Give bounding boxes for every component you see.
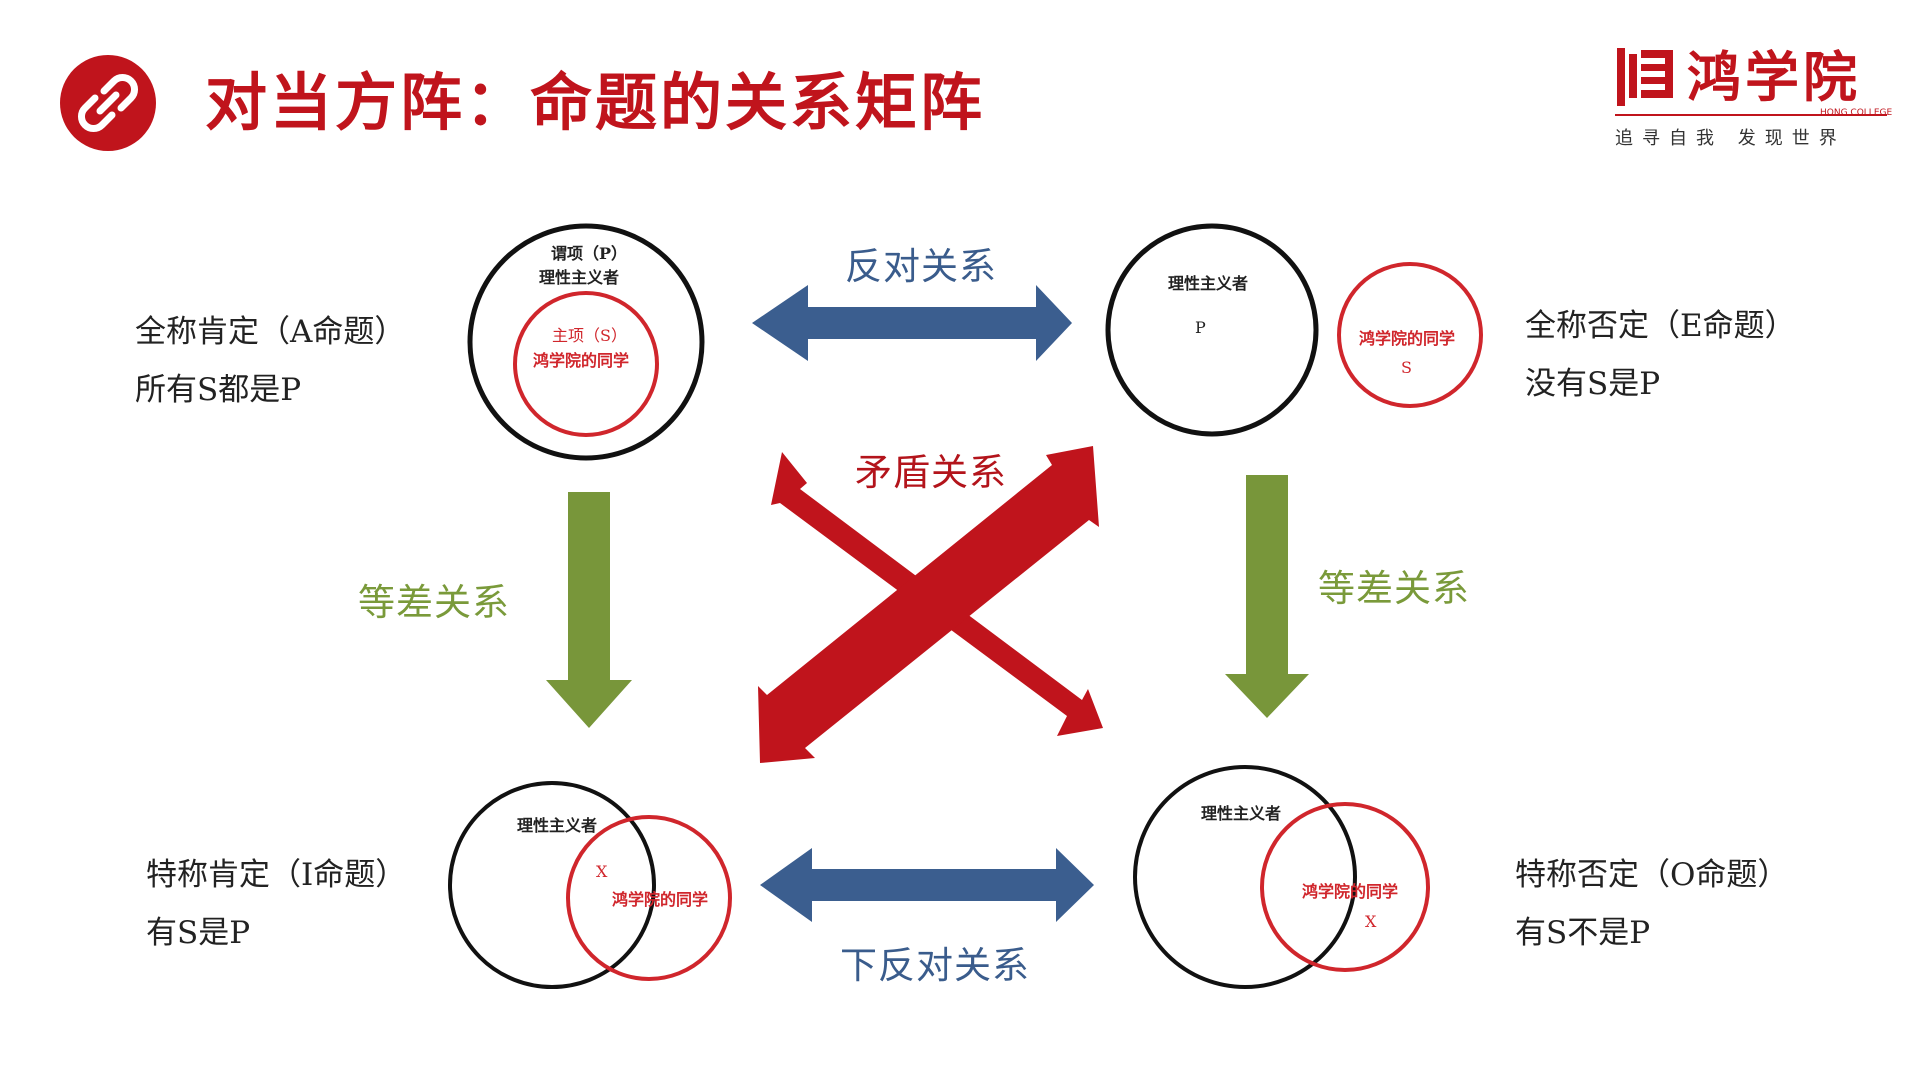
venn-e (1105, 223, 1483, 437)
proposition-a: 全称肯定（A命题） 所有S都是P (135, 303, 405, 419)
proposition-a-form: 所有S都是P (135, 372, 302, 408)
venn-i (448, 781, 732, 989)
venn-o-subject: 鸿学院的同学 (1302, 882, 1399, 901)
logo-slogan: 追寻自我 发现世界 (1615, 128, 1846, 149)
logo-name: 鸿学院 (1687, 45, 1861, 109)
proposition-e: 全称否定（E命题） 没有S是P (1525, 297, 1796, 413)
venn-o-predicate: 理性主义者 (1201, 804, 1282, 823)
proposition-o-form: 有S不是P (1515, 915, 1651, 951)
proposition-i-type: 特称肯定（I命题） (146, 857, 407, 893)
proposition-i: 特称肯定（I命题） 有S是P (146, 846, 406, 962)
venn-a-predicate: 理性主义者 (539, 268, 620, 287)
venn-i-subject: 鸿学院的同学 (612, 890, 709, 909)
venn-a (467, 223, 705, 461)
venn-e-predicate: 理性主义者 (1168, 274, 1249, 293)
contrary-arrow (752, 285, 1072, 361)
contradictory-label: 矛盾关系 (855, 451, 1007, 494)
contrary-label: 反对关系 (845, 245, 997, 288)
proposition-e-form: 没有S是P (1525, 366, 1661, 402)
subcontrary-arrow (760, 848, 1094, 922)
venn-a-subject: 鸿学院的同学 (533, 351, 630, 370)
venn-a-subject-title: 主项（S） (552, 326, 627, 345)
contradictory-cross (758, 446, 1103, 763)
subalternation-arrow-right (1225, 475, 1309, 718)
venn-o (1133, 765, 1430, 989)
venn-o-mark: X (1365, 912, 1377, 931)
venn-i-mark: X (596, 862, 608, 881)
subalternation-label-right: 等差关系 (1318, 567, 1470, 610)
proposition-a-type: 全称肯定（A命题） (135, 314, 406, 350)
venn-i-predicate: 理性主义者 (517, 816, 598, 835)
subalternation-arrow-left (546, 492, 632, 728)
brand-logo: 鸿学院 HONG COLLEGE 追寻自我 发现世界 (1615, 40, 1895, 150)
page-title: 对当方阵：命题的关系矩阵 (205, 66, 986, 139)
venn-e-subject-mark: S (1401, 358, 1412, 377)
logo-english: HONG COLLEGE (1820, 108, 1893, 118)
logo-divider (1615, 114, 1887, 116)
seal-icon (1617, 48, 1673, 106)
proposition-o: 特称否定（O命题） 有S不是P (1515, 846, 1788, 962)
link-icon (60, 55, 156, 151)
venn-e-predicate-mark: P (1195, 318, 1206, 337)
proposition-e-type: 全称否定（E命题） (1525, 308, 1796, 344)
venn-a-predicate-title: 谓项（P） (551, 244, 628, 263)
proposition-i-form: 有S是P (146, 915, 251, 951)
subcontrary-label: 下反对关系 (840, 944, 1030, 987)
proposition-o-type: 特称否定（O命题） (1515, 857, 1789, 893)
subalternation-label-left: 等差关系 (358, 581, 510, 624)
venn-e-subject: 鸿学院的同学 (1359, 329, 1456, 348)
